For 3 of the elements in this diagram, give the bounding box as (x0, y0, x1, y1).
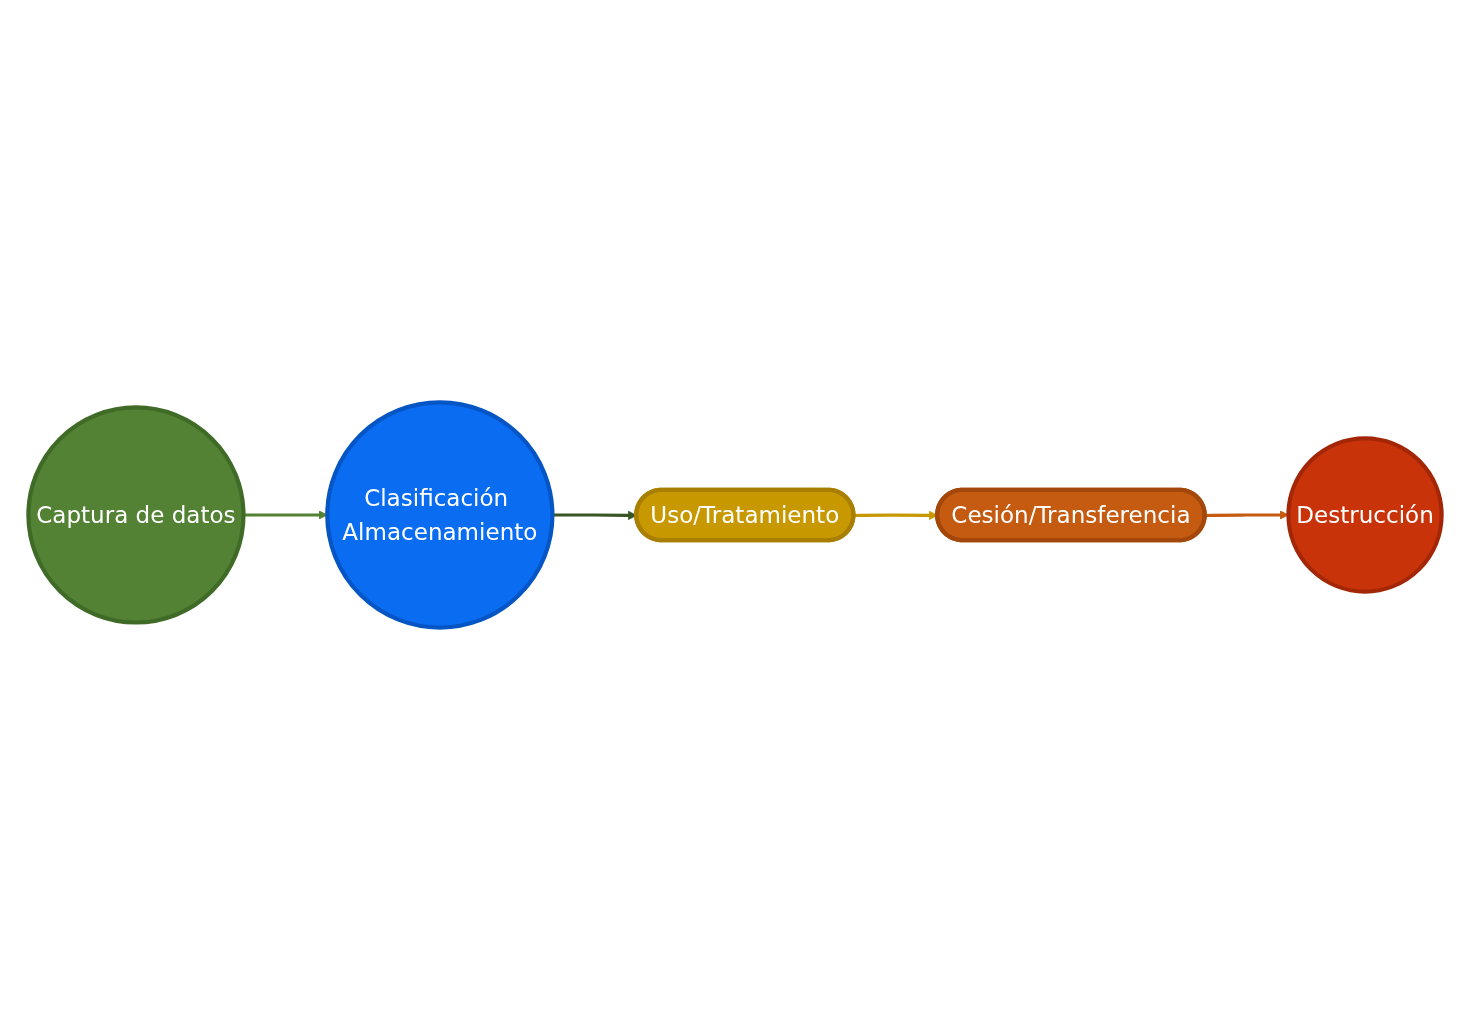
node-circle: Destrucción (1286, 435, 1444, 594)
node-circle: Captura de datos (26, 404, 246, 625)
node-circle: Clasificación Almacenamiento (325, 399, 555, 630)
